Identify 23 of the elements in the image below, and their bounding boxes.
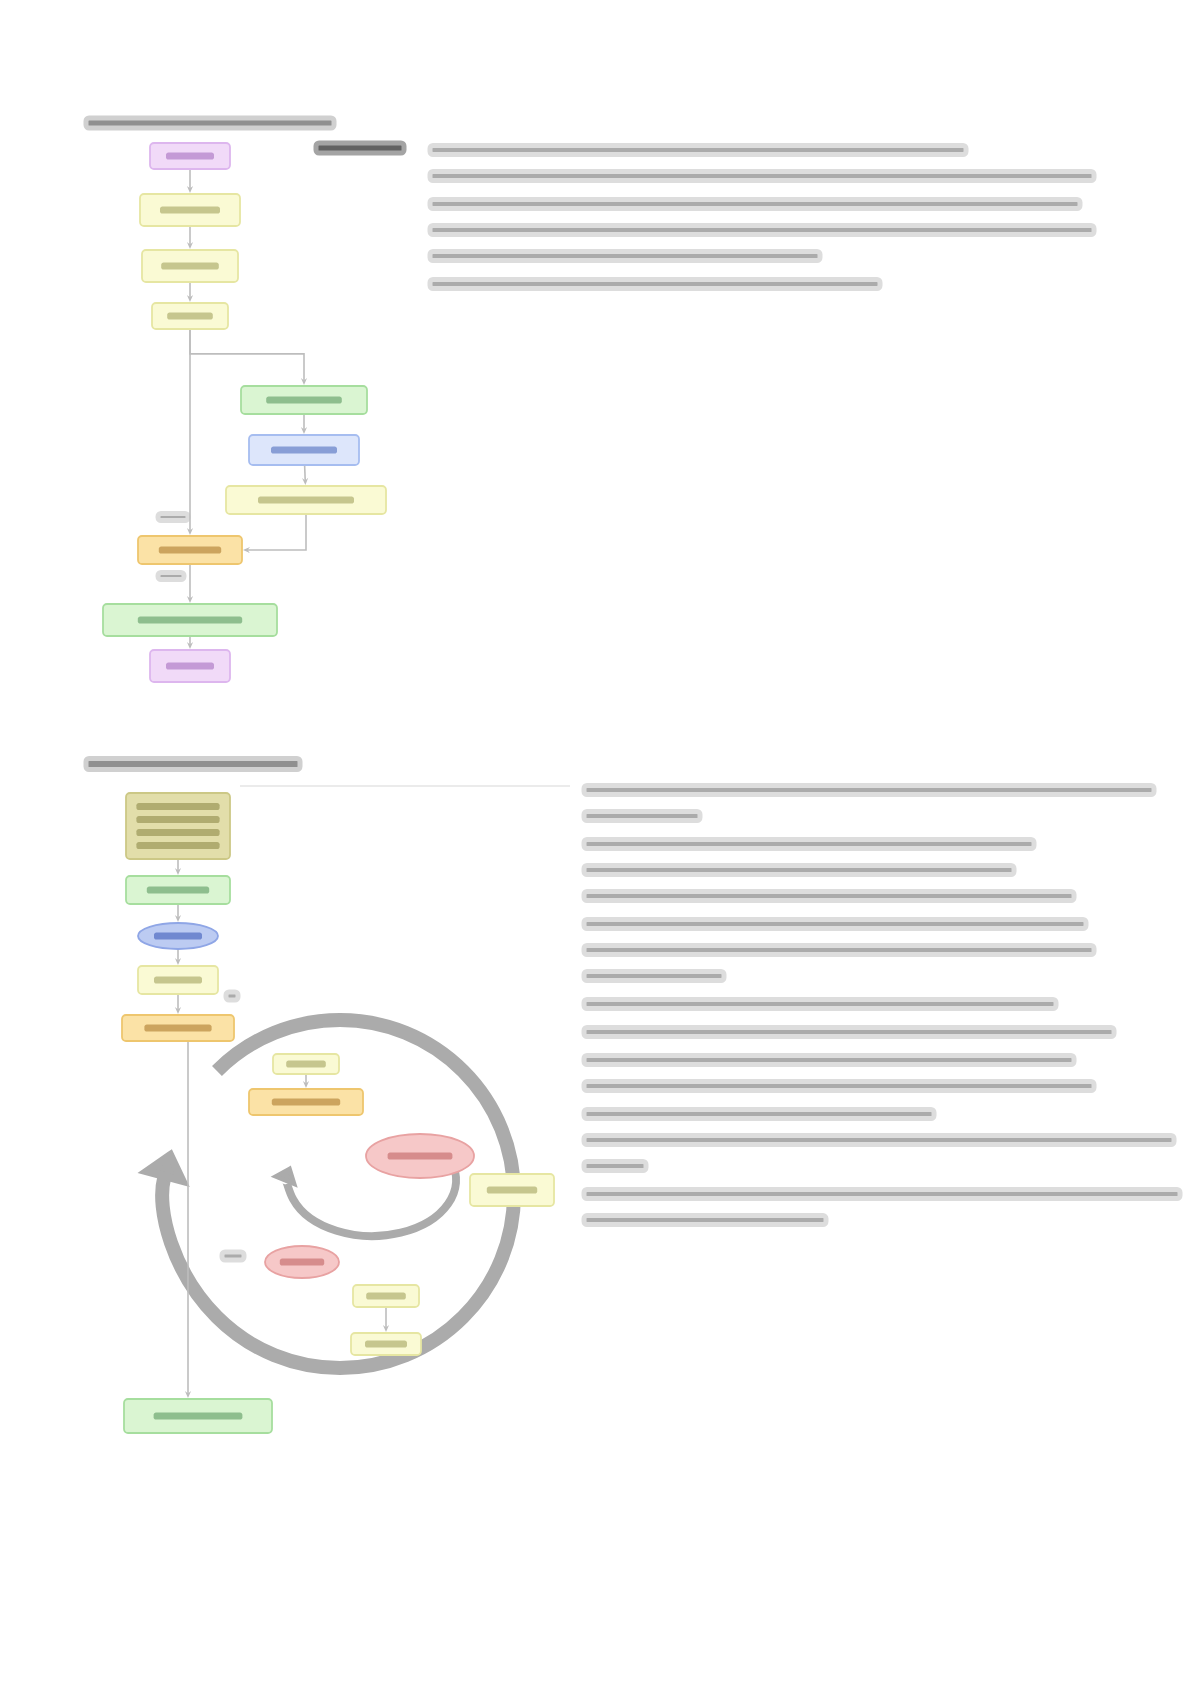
process-box [352,1284,420,1308]
process-box [137,965,219,995]
process-box [149,649,231,683]
process-box [123,1398,273,1434]
process-box [141,249,239,283]
ellipse-node [264,1245,340,1279]
process-box [350,1332,422,1356]
process-box [125,792,231,860]
process-box [139,193,241,227]
process-box [151,302,229,330]
process-box [469,1173,555,1207]
process-box [225,485,387,515]
process-box [240,385,368,415]
process-box [248,1088,364,1116]
ellipse-node [137,922,219,950]
process-box [149,142,231,170]
ellipse-node [365,1133,475,1179]
process-box [121,1014,235,1042]
process-box [137,535,243,565]
process-box [102,603,278,637]
process-box [125,875,231,905]
process-box [272,1053,340,1075]
process-box [248,434,360,466]
